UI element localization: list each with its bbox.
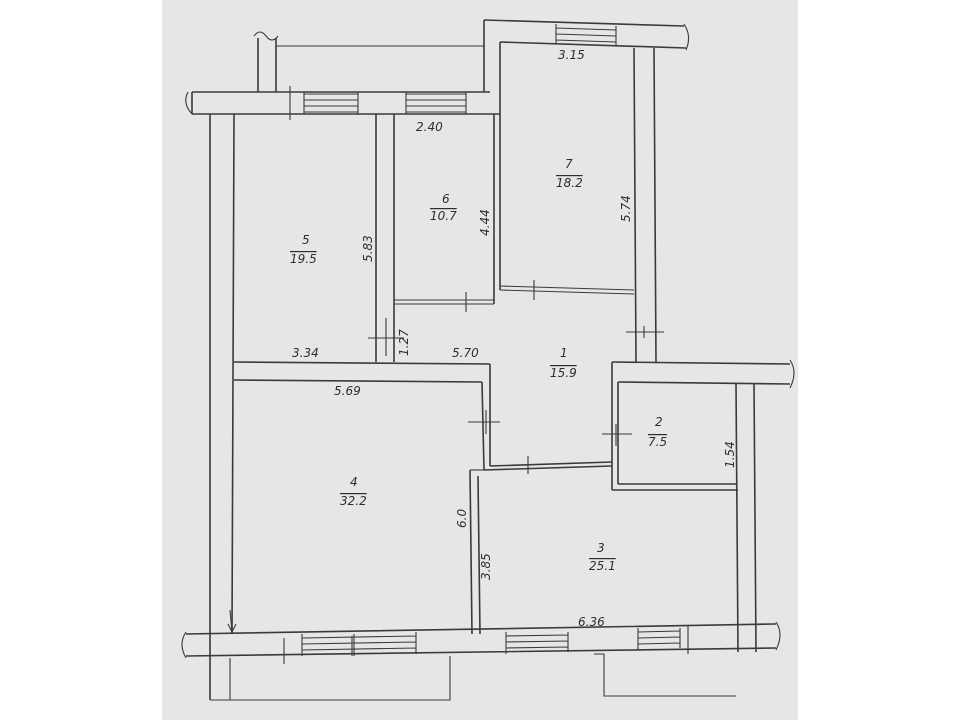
dim-room3-height: 3.85 xyxy=(479,553,493,580)
room-labels: 1 15.9 2 7.5 3 25.1 4 32.2 5 19.5 6 10.7… xyxy=(290,157,667,573)
room-5-area: 19.5 xyxy=(290,252,317,266)
room-2-number: 2 xyxy=(655,415,663,429)
dim-room6-width: 2.40 xyxy=(416,120,443,134)
room-3-area: 25.1 xyxy=(589,559,616,573)
room-7-number: 7 xyxy=(565,157,573,171)
room-6-number: 6 xyxy=(442,192,450,206)
room-7-area: 18.2 xyxy=(556,176,583,190)
room-6-area: 10.7 xyxy=(430,209,457,223)
room-3-number: 3 xyxy=(597,541,605,555)
dim-corridor-gap: 1.27 xyxy=(397,329,411,356)
tick-marks xyxy=(227,86,689,664)
room-2-area: 7.5 xyxy=(648,435,667,449)
walls xyxy=(181,19,795,701)
room-1-area: 15.9 xyxy=(550,366,577,380)
dim-room4-width: 5.69 xyxy=(334,384,361,398)
dimension-labels: 3.15 2.40 5.74 4.44 5.83 1.27 3.34 5.70 … xyxy=(292,48,737,629)
room-5-number: 5 xyxy=(302,233,310,247)
room-1-number: 1 xyxy=(560,346,568,360)
room-4-number: 4 xyxy=(350,475,358,489)
windows xyxy=(301,24,681,656)
dim-room3-width: 6.36 xyxy=(578,615,605,629)
room-4-area: 32.2 xyxy=(340,494,367,508)
dim-room5-width: 3.34 xyxy=(292,346,319,360)
dim-hall-length: 5.70 xyxy=(452,346,479,360)
dim-room7-height: 5.74 xyxy=(619,195,633,222)
dim-room5-height: 5.83 xyxy=(361,235,375,262)
dim-room2-height: 1.54 xyxy=(723,441,737,468)
dim-room6-height: 4.44 xyxy=(478,209,492,236)
dim-room4-height: 6.0 xyxy=(455,509,469,528)
dim-top-right-width: 3.15 xyxy=(558,48,585,62)
